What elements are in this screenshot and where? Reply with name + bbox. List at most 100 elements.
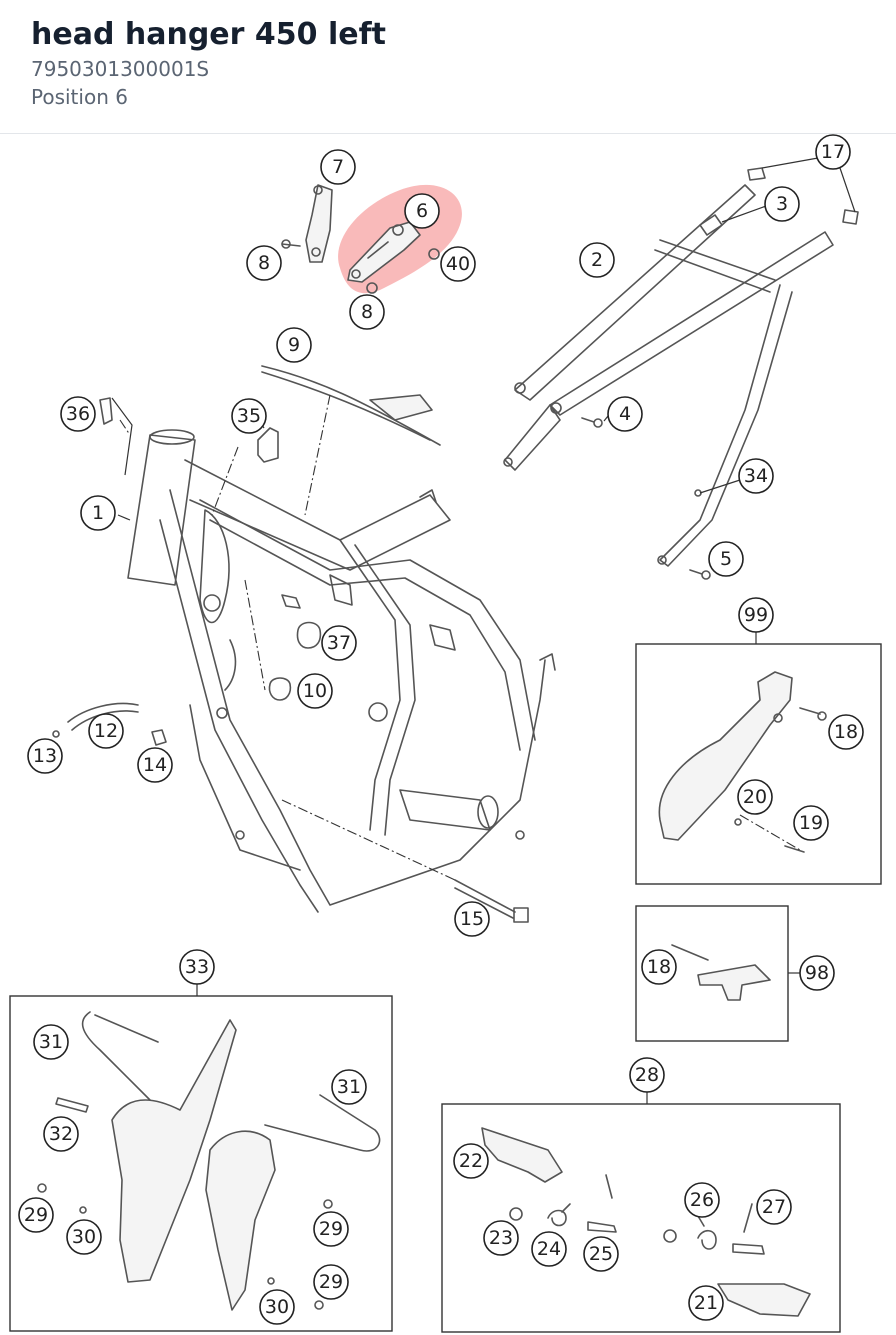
callout-27[interactable]: 27 (756, 1189, 792, 1225)
callout-17[interactable]: 17 (815, 134, 851, 170)
rubber-10[interactable] (268, 677, 292, 701)
callout-4[interactable]: 4 (607, 396, 643, 432)
svg-text:8: 8 (258, 252, 270, 274)
callout-34[interactable]: 34 (738, 458, 774, 494)
svg-text:19: 19 (799, 812, 823, 834)
callout-20[interactable]: 20 (737, 779, 773, 815)
svg-text:29: 29 (319, 1271, 343, 1293)
callout-8b[interactable]: 8 (349, 294, 385, 330)
callout-13[interactable]: 13 (27, 738, 63, 774)
callout-15[interactable]: 15 (454, 901, 490, 937)
washer-23[interactable] (509, 1207, 523, 1221)
cable-9[interactable] (261, 365, 441, 446)
callout-7[interactable]: 7 (320, 149, 356, 185)
head-hanger-6[interactable] (347, 221, 440, 294)
svg-text:37: 37 (327, 632, 351, 654)
svg-text:40: 40 (446, 253, 470, 275)
callout-35[interactable]: 35 (231, 398, 267, 434)
callout-98[interactable]: 98 (799, 955, 835, 991)
svg-text:98: 98 (805, 962, 829, 984)
svg-text:2: 2 (591, 249, 603, 271)
screw-29[interactable] (37, 1183, 47, 1193)
callout-25[interactable]: 25 (583, 1236, 619, 1272)
callout-18a[interactable]: 18 (828, 714, 864, 750)
callout-23[interactable]: 23 (483, 1220, 519, 1256)
svg-text:14: 14 (143, 754, 167, 776)
bracket-35[interactable] (257, 427, 279, 463)
callout-10[interactable]: 10 (297, 673, 333, 709)
foot-peg-98[interactable] (697, 964, 771, 1001)
callout-3[interactable]: 3 (764, 186, 800, 222)
foot-peg-20[interactable] (658, 671, 793, 841)
spring-26[interactable] (697, 1215, 717, 1250)
main-frame-1[interactable] (127, 429, 556, 913)
callout-40[interactable]: 40 (440, 246, 476, 282)
washer-30[interactable] (79, 1206, 87, 1214)
part-header: head hanger 450 left 7950301300001S Posi… (0, 0, 896, 134)
nut-14[interactable] (151, 729, 167, 746)
box-33 (9, 984, 393, 1332)
svg-text:32: 32 (49, 1123, 73, 1145)
foot-rest-22[interactable] (481, 1127, 563, 1183)
callout-8a[interactable]: 8 (246, 245, 282, 281)
pin-27[interactable] (743, 1203, 753, 1233)
leader-line (211, 446, 239, 516)
leader-line (304, 394, 331, 516)
callout-14[interactable]: 14 (137, 747, 173, 783)
svg-text:30: 30 (265, 1296, 289, 1318)
callout-19[interactable]: 19 (793, 805, 829, 841)
callout-29c[interactable]: 29 (313, 1264, 349, 1300)
bolt-15[interactable] (454, 879, 529, 923)
svg-text:18: 18 (834, 721, 858, 743)
callout-29a[interactable]: 29 (18, 1197, 54, 1233)
callout-31b[interactable]: 31 (331, 1069, 367, 1105)
callout-30a[interactable]: 30 (66, 1219, 102, 1255)
clamp-37[interactable] (296, 621, 322, 649)
callout-18b[interactable]: 18 (641, 949, 677, 985)
callout-29b[interactable]: 29 (313, 1211, 349, 1247)
callout-12[interactable]: 12 (88, 713, 124, 749)
callout-37[interactable]: 37 (321, 625, 357, 661)
head-hanger-7[interactable] (281, 184, 333, 263)
svg-text:5: 5 (720, 548, 732, 570)
callout-2[interactable]: 2 (579, 242, 615, 278)
callout-5[interactable]: 5 (708, 541, 744, 577)
pin-25[interactable] (587, 1221, 617, 1233)
bolt-32[interactable] (55, 1097, 89, 1113)
foot-rest-21[interactable] (717, 1283, 811, 1317)
callout-36[interactable]: 36 (60, 396, 96, 432)
callout-30b[interactable]: 30 (259, 1289, 295, 1325)
callout-22[interactable]: 22 (453, 1143, 489, 1179)
frame-protector-33-right[interactable] (205, 1130, 276, 1311)
frame-protector-33-left[interactable] (111, 1019, 237, 1283)
svg-text:24: 24 (537, 1238, 561, 1260)
callout-9[interactable]: 9 (276, 327, 312, 363)
callout-24[interactable]: 24 (531, 1231, 567, 1267)
svg-text:3: 3 (776, 193, 788, 215)
clip-36[interactable] (99, 397, 113, 425)
svg-text:23: 23 (489, 1227, 513, 1249)
svg-text:99: 99 (744, 604, 768, 626)
svg-text:21: 21 (694, 1292, 718, 1314)
svg-text:15: 15 (460, 908, 484, 930)
screw-13[interactable] (52, 730, 60, 738)
callout-6[interactable]: 6 (404, 193, 440, 229)
spring-24[interactable] (547, 1203, 571, 1227)
svg-text:12: 12 (94, 720, 118, 742)
cable-tie-31b[interactable] (264, 1094, 381, 1152)
callout-99[interactable]: 99 (738, 597, 774, 633)
svg-text:20: 20 (743, 786, 767, 808)
cable-tie-31[interactable] (81, 1011, 151, 1101)
callout-26[interactable]: 26 (684, 1182, 720, 1218)
callout-33[interactable]: 33 (179, 949, 215, 985)
bushing (281, 594, 301, 609)
callout-32[interactable]: 32 (43, 1116, 79, 1152)
callout-1[interactable]: 1 (80, 495, 116, 531)
svg-text:22: 22 (459, 1150, 483, 1172)
leader-line (111, 397, 133, 476)
callout-21[interactable]: 21 (688, 1285, 724, 1321)
callout-31a[interactable]: 31 (33, 1024, 69, 1060)
callout-28[interactable]: 28 (629, 1057, 665, 1093)
svg-text:8: 8 (361, 301, 373, 323)
subframe-2[interactable] (503, 167, 859, 580)
